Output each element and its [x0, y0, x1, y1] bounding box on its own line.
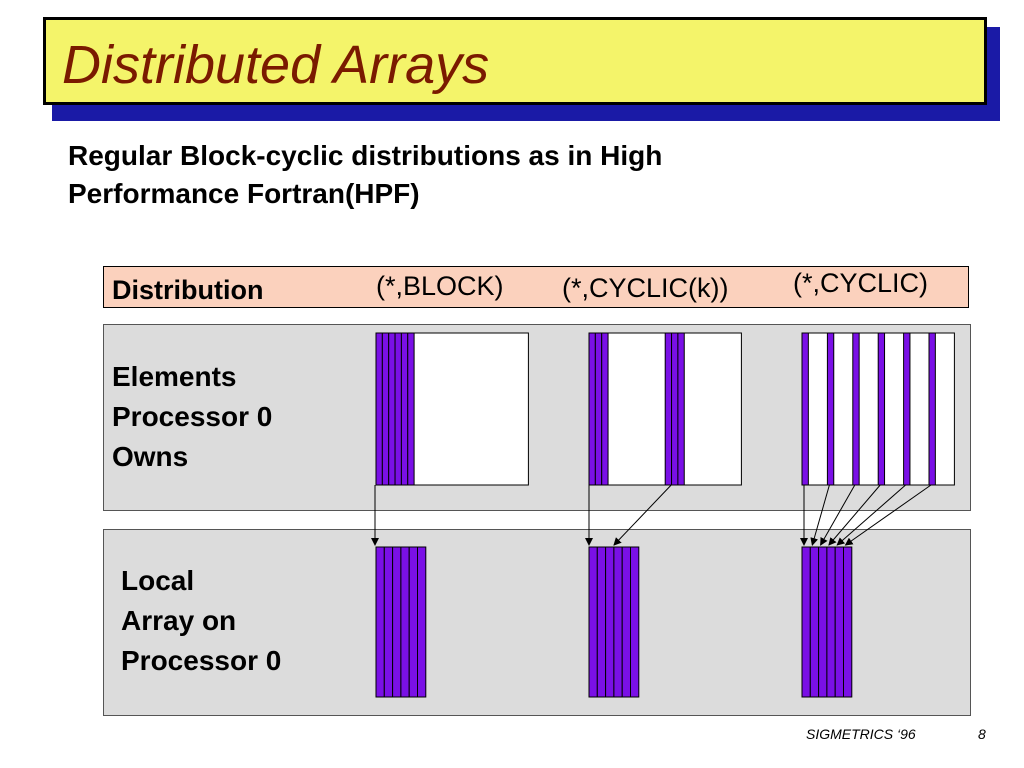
owned-column-2-3: [601, 332, 609, 486]
mapping-arrow-3-2: [810, 484, 830, 546]
distribution-cyclic: (*,CYCLIC): [793, 268, 929, 298]
local-column-1-2: [383, 546, 394, 698]
owned-column-1-6: [407, 332, 415, 486]
local-column-1-4: [400, 546, 410, 698]
owned-column-2-6: [677, 332, 685, 486]
mapping-arrow-2-2: [613, 484, 672, 546]
owned-column-1-5: [400, 332, 409, 486]
local-array-label: Local Array on Processor 0: [121, 561, 281, 681]
footer-page-number: 8: [978, 726, 986, 742]
local-label-line-3: Processor 0: [121, 645, 282, 676]
slide-title: Distributed Arrays: [62, 35, 490, 95]
local-column-2-6: [630, 546, 640, 698]
owned-label-line-2: Processor 0: [112, 401, 273, 432]
local-column-2-2: [596, 546, 607, 698]
owned-column-3-4: [877, 332, 886, 486]
mapping-arrow-3-5: [836, 484, 906, 546]
owned-elements-label: Elements Processor 0 Owns: [112, 357, 272, 477]
owned-column-2-5: [671, 332, 679, 486]
local-column-2-5: [621, 546, 632, 698]
local-label-line-1: Local: [121, 565, 195, 596]
owned-column-1-3: [388, 332, 396, 486]
mapping-arrow-3-3: [820, 484, 856, 546]
owned-column-1-1: [375, 332, 383, 486]
owned-column-2-2: [594, 332, 603, 486]
owned-label-line-3: Owns: [112, 441, 189, 472]
local-column-2-4: [613, 546, 623, 698]
distribution-cyclic-k: (*,CYCLIC(k)): [562, 273, 729, 303]
local-label-line-2: Array on: [121, 605, 237, 636]
distribution-block: (*,BLOCK): [376, 271, 504, 301]
owned-column-3-1: [801, 332, 809, 486]
owned-column-1-4: [394, 332, 402, 486]
footer-venue: SIGMETRICS ‘96: [806, 726, 916, 742]
owned-label-line-1: Elements: [112, 361, 237, 392]
local-column-1-3: [392, 546, 402, 698]
owned-column-3-3: [852, 332, 860, 486]
mapping-arrow-3-6: [844, 484, 932, 546]
local-column-1-1: [375, 546, 385, 698]
owned-column-1-2: [381, 332, 390, 486]
title-box: Distributed Arrays: [43, 17, 987, 105]
local-column-3-4: [826, 546, 836, 698]
distribution-row: Distribution (*,BLOCK) (*,CYCLIC(k)) (*,…: [103, 266, 969, 308]
local-column-3-6: [843, 546, 853, 698]
local-column-1-6: [417, 546, 427, 698]
mapping-arrow-3-4: [828, 484, 881, 546]
local-column-3-1: [801, 546, 811, 698]
owned-column-2-1: [588, 332, 596, 486]
local-column-2-3: [605, 546, 615, 698]
owned-column-3-6: [928, 332, 936, 486]
distribution-label: Distribution: [112, 275, 264, 305]
local-column-3-5: [834, 546, 845, 698]
owned-column-3-2: [826, 332, 835, 486]
local-column-1-5: [408, 546, 419, 698]
subtitle-line-2: Performance Fortran(HPF): [68, 178, 420, 209]
owned-column-3-5: [903, 332, 911, 486]
subtitle-line-1: Regular Block-cyclic distributions as in…: [68, 140, 663, 171]
local-column-2-1: [588, 546, 598, 698]
local-column-3-2: [809, 546, 820, 698]
owned-column-2-4: [664, 332, 673, 486]
local-column-3-3: [818, 546, 828, 698]
subtitle: Regular Block-cyclic distributions as in…: [68, 137, 848, 213]
